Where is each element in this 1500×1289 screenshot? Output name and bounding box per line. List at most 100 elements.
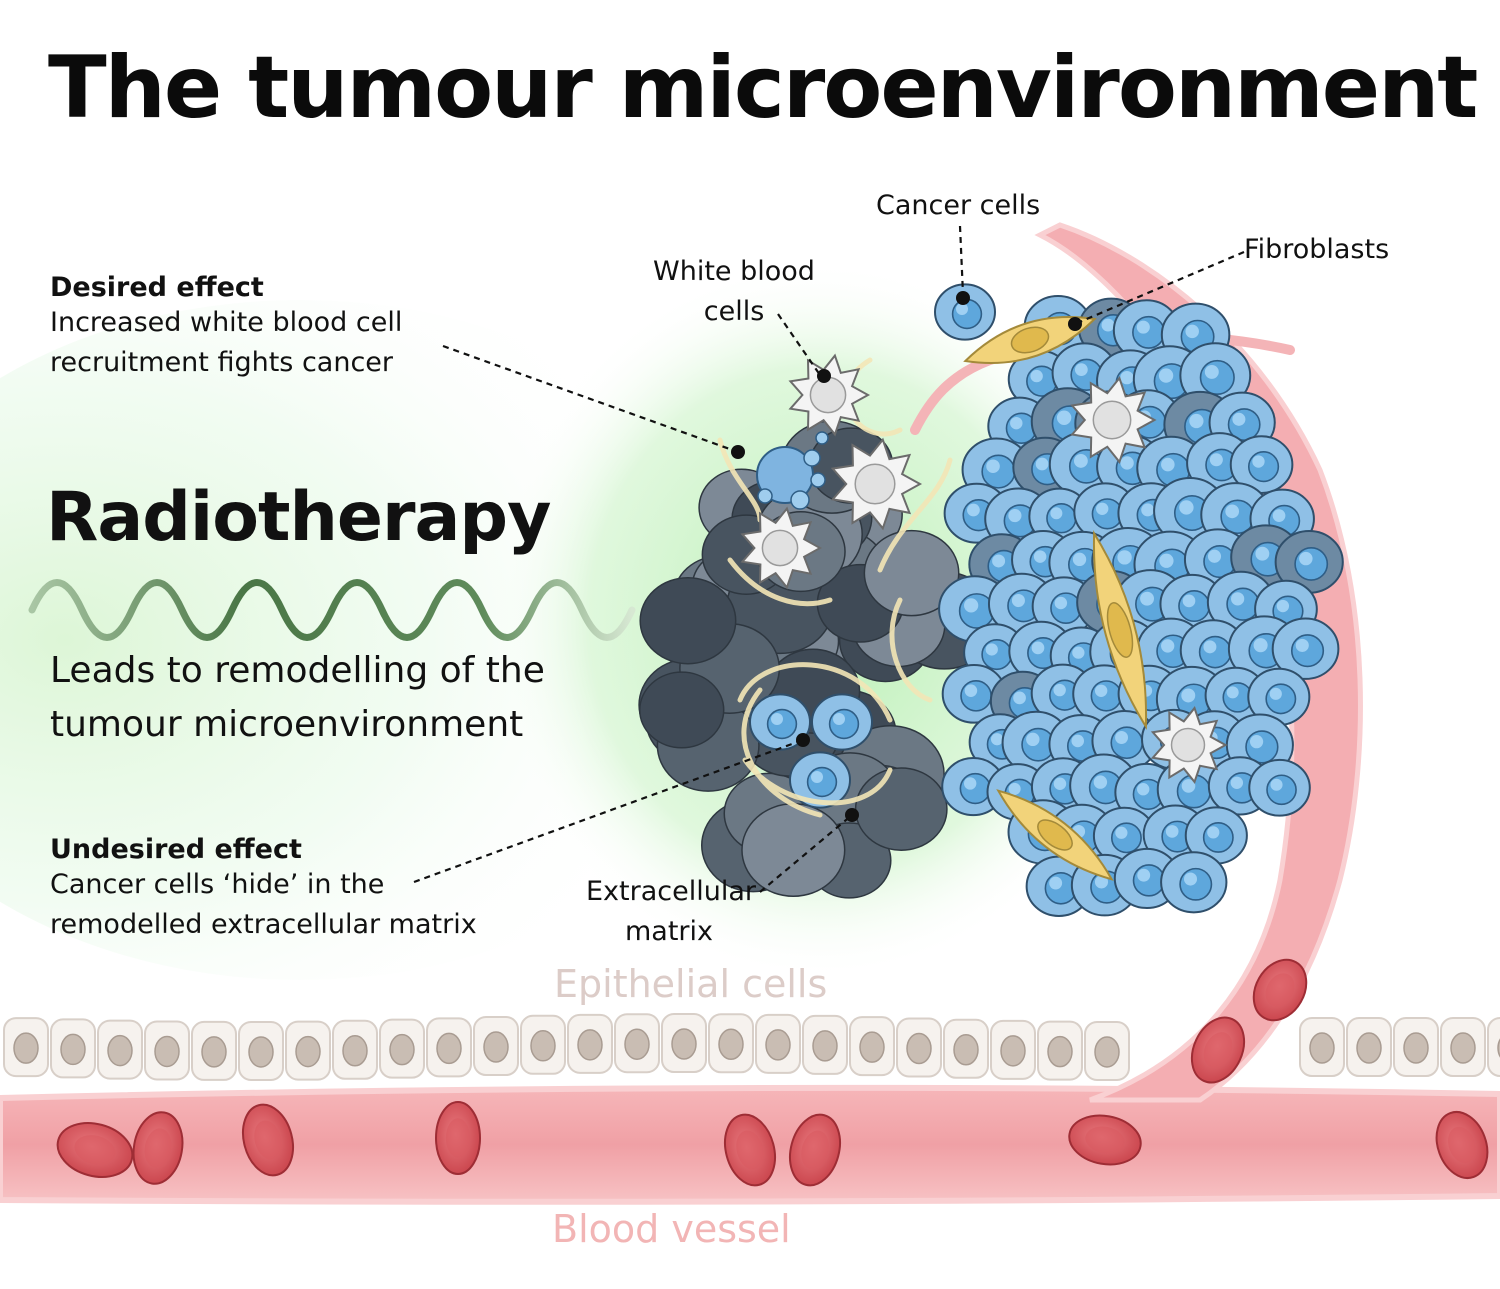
epithelial-cell [473,1016,519,1077]
radiation-wave [28,579,636,641]
epithelial-cell [1440,1017,1486,1077]
red-blood-cell [1068,1114,1142,1166]
dead-cancer-cell [639,576,737,665]
cancer-cell [934,283,996,341]
cancer-cell [941,663,1007,724]
epithelial-cell [285,1020,331,1081]
label-extracellular-matrix-line-2: matrix [624,916,713,947]
epithelial-cell [426,1017,472,1078]
epithelial-cell [520,1014,566,1075]
red-blood-cell [1190,1016,1246,1084]
leader-undesired-effect [413,738,804,884]
fibroblast [996,789,1114,881]
red-blood-cell [1435,1111,1489,1179]
undesired-effect-line-2: remodelled extracellular matrix [50,909,477,940]
leader-dots [731,291,1082,822]
epithelial-cell [1299,1017,1345,1077]
cancer-cell [1247,667,1311,726]
red-blood-cells [56,958,1489,1187]
therapy-line-1: Leads to remodelling of the [50,650,545,691]
label-white-blood-cells-line-1: White blood [653,256,815,287]
leader-extracellular-matrix [759,814,853,893]
white-blood-cell [788,353,871,437]
white-blood-cell [830,437,923,531]
dying-cancer-cell [756,431,829,510]
dead-cancer-cell [854,767,948,851]
cancer-cell [1274,530,1344,594]
label-extracellular-matrix-line-1: Extracellular [586,876,756,907]
tumour-mass [638,283,1344,917]
label-extracellular-matrix: Extracellular matrix [586,872,756,952]
cancer-cell [789,751,851,809]
desired-effect-line-1: Increased white blood cell [50,307,403,338]
undesired-effect-line-1: Cancer cells ‘hide’ in the [50,869,385,900]
cancer-cell [1271,617,1340,680]
epithelial-cell [1037,1020,1083,1081]
undesired-effect-block: Undesired effect Cancer cells ‘hide’ in … [50,834,477,945]
undesired-effect-heading: Undesired effect [50,834,302,865]
dead-cancer-cell [638,671,725,749]
red-blood-cell [789,1113,841,1187]
label-white-blood-cells: White blood cells [646,252,822,332]
epithelial-cell [990,1019,1036,1080]
label-fibroblasts: Fibroblasts [1244,234,1390,265]
epithelial-cell [144,1020,190,1081]
red-blood-cell [1252,958,1308,1022]
desired-effect-block: Desired effect Increased white blood cel… [50,272,402,383]
epithelial-cell [1487,1017,1500,1077]
red-blood-cell [724,1113,776,1187]
page-title: The tumour microenvironment [48,38,1478,138]
leader-cancer-cells [958,225,965,295]
epithelial-cell [3,1017,49,1078]
epithelial-cell [97,1019,143,1080]
fibroblast [1092,530,1148,730]
epithelial-cells-layer [3,1013,1500,1081]
therapy-description: Leads to remodelling of the tumour micro… [50,644,545,752]
desired-effect-heading: Desired effect [50,272,264,303]
epithelial-cell [50,1018,96,1079]
red-blood-cell [435,1101,481,1175]
epithelial-cell [1346,1017,1392,1077]
dead-cancer-cell [741,803,846,898]
red-blood-cell [242,1103,294,1177]
extracellular-matrix-fibres [717,357,953,818]
fibroblast [963,316,1097,364]
leader-fibroblasts [1074,250,1245,326]
white-blood-cell [740,506,823,590]
cancer-cell [1248,758,1311,817]
red-blood-cell [132,1111,184,1185]
cancer-cell [811,693,873,751]
epithelial-cell [849,1016,895,1077]
epithelial-cell [567,1013,613,1074]
label-white-blood-cells-line-2: cells [703,296,765,327]
leader-lines [413,225,1245,893]
epithelial-cell [661,1013,707,1074]
white-blood-cell [1070,376,1157,464]
desired-effect-line-2: recruitment fights cancer [50,347,394,378]
therapy-name: Radiotherapy [46,478,551,557]
leader-white-blood-cells [777,313,821,376]
epithelial-cell [896,1017,942,1078]
epithelial-cell [1084,1020,1130,1081]
white-blood-cell [1150,706,1228,784]
epithelial-cell [802,1014,848,1075]
leader-desired-effect [442,344,739,454]
red-blood-cell [56,1122,134,1178]
epithelial-cell [1393,1017,1439,1077]
epithelial-cell [379,1018,425,1079]
epithelial-cell [191,1020,237,1081]
cancer-cell [1160,851,1228,914]
label-cancer-cells: Cancer cells [876,190,1041,221]
label-epithelial-cells: Epithelial cells [554,962,828,1006]
epithelial-cell [238,1020,284,1081]
epithelial-cell [708,1013,754,1074]
epithelial-cell [943,1018,989,1079]
epithelial-cell [332,1019,378,1080]
epithelial-cell [755,1013,801,1074]
label-blood-vessel: Blood vessel [552,1207,791,1251]
cancer-cell [1184,806,1248,865]
cancer-cell [749,693,811,751]
epithelial-cell [614,1013,660,1074]
therapy-line-2: tumour microenvironment [50,704,524,745]
